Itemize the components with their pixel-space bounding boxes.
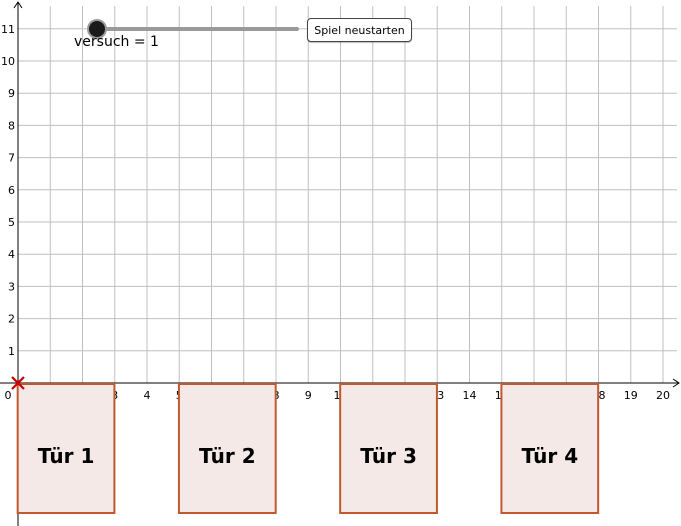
y-tick-label: 8 xyxy=(8,119,15,132)
x-tick-label: 14 xyxy=(463,389,477,402)
y-axis-arrow-icon xyxy=(13,1,23,9)
door-rect[interactable] xyxy=(16,383,116,514)
door-4[interactable]: Tür 4 xyxy=(500,383,600,514)
slider-variable-name: versuch xyxy=(74,34,130,50)
y-tick-label: 2 xyxy=(8,313,15,326)
slider-value: 1 xyxy=(150,34,159,50)
slider-track[interactable] xyxy=(97,27,299,31)
y-tick-label: 4 xyxy=(8,248,15,261)
slider-equals-sign: = xyxy=(133,34,146,50)
y-tick-label: 6 xyxy=(8,184,15,197)
slider-knob[interactable] xyxy=(89,21,105,37)
slider-caption: versuch = 1 xyxy=(74,34,159,50)
x-tick-label: 19 xyxy=(624,389,638,402)
door-label: Tür 2 xyxy=(199,444,256,468)
x-tick-label: 9 xyxy=(305,389,312,402)
restart-game-button[interactable]: Spiel neustarten xyxy=(307,18,412,42)
y-tick-label: 9 xyxy=(8,87,15,100)
y-axis-tick-labels: 1 2 3 4 5 6 7 8 9 10 11 xyxy=(1,23,15,358)
y-tick-label: 11 xyxy=(1,23,15,36)
red-cross-icon[interactable] xyxy=(11,376,25,390)
x-axis-arrow-icon xyxy=(672,378,680,388)
x-tick-label: 4 xyxy=(144,389,151,402)
x-tick-label: 0 xyxy=(5,389,12,402)
grid xyxy=(18,6,677,383)
y-tick-label: 1 xyxy=(8,345,15,358)
door-3[interactable]: Tür 3 xyxy=(339,383,438,514)
door-rect[interactable] xyxy=(339,383,438,514)
door-2[interactable]: Tür 2 xyxy=(177,383,277,514)
doors: Tür 1 Tür 2 Tür 3 Tür 4 xyxy=(16,383,600,514)
y-tick-label: 10 xyxy=(1,55,15,68)
y-tick-label: 3 xyxy=(8,280,15,293)
door-label: Tür 1 xyxy=(38,444,95,468)
door-1[interactable]: Tür 1 xyxy=(16,383,116,514)
y-tick-label: 7 xyxy=(8,152,15,165)
y-tick-label: 5 xyxy=(8,216,15,229)
door-label: Tür 4 xyxy=(521,444,578,468)
origin-point[interactable] xyxy=(11,376,25,390)
door-rect[interactable] xyxy=(177,383,277,514)
x-tick-label: 20 xyxy=(656,389,670,402)
door-label: Tür 3 xyxy=(360,444,417,468)
door-rect[interactable] xyxy=(500,383,600,514)
